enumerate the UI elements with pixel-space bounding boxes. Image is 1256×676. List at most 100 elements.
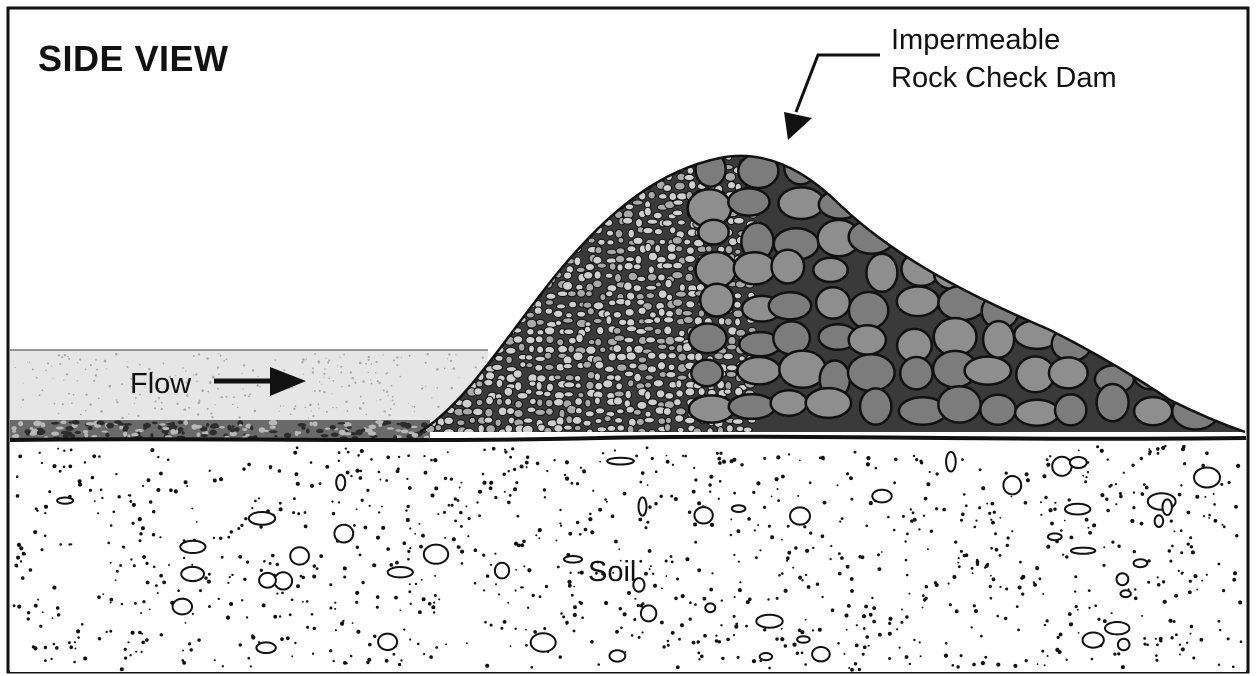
soil-dot: [27, 617, 30, 620]
water-speckle: [210, 413, 212, 415]
soil-dot: [992, 577, 996, 581]
large-rock: [737, 357, 780, 384]
small-rock: [632, 200, 643, 205]
soil-dot: [660, 495, 663, 498]
soil-dot: [460, 482, 462, 484]
water-speckle: [53, 378, 54, 379]
soil-dot: [1133, 550, 1136, 553]
small-rock: [673, 210, 683, 216]
soil-label: Soil: [588, 556, 636, 589]
strip-grain: [259, 427, 266, 433]
water-speckle: [68, 393, 70, 395]
soil-dot: [676, 665, 680, 669]
soil-dot: [509, 494, 512, 497]
soil-dot: [415, 583, 417, 585]
soil-dot: [259, 525, 262, 528]
soil-dot: [571, 482, 574, 485]
soil-dot: [149, 500, 153, 504]
soil-dot: [685, 557, 689, 561]
small-rock: [554, 425, 563, 433]
small-rock: [655, 245, 661, 253]
soil-dot: [944, 654, 948, 658]
small-rock: [537, 346, 544, 353]
small-rock: [594, 373, 600, 381]
water-speckle: [241, 373, 242, 374]
soil-dot: [1234, 505, 1238, 509]
soil-dot: [849, 476, 853, 480]
soil-dot: [893, 529, 896, 532]
soil-dot: [44, 505, 48, 509]
small-rock: [505, 398, 512, 405]
small-rock: [594, 271, 601, 279]
soil-dot: [709, 491, 711, 493]
soil-dot: [770, 535, 774, 539]
soil-dot: [948, 582, 950, 584]
soil-dot: [128, 494, 130, 496]
soil-dot: [961, 458, 964, 461]
soil-dot: [526, 466, 528, 468]
soil-dot: [1213, 493, 1215, 495]
soil-dot: [877, 553, 880, 556]
water-speckle: [365, 414, 367, 416]
soil-dot: [1053, 508, 1056, 511]
soil-dot: [566, 623, 568, 625]
small-rock: [728, 182, 736, 189]
small-rock: [725, 173, 736, 182]
soil-dot: [763, 628, 766, 631]
soil-dot: [269, 562, 272, 565]
soil-dot: [1140, 457, 1143, 460]
soil-dot: [1181, 447, 1185, 451]
soil-dot: [981, 661, 985, 665]
soil-dot: [510, 645, 512, 647]
soil-dot: [909, 663, 911, 665]
soil-dot: [311, 613, 314, 616]
soil-dot: [905, 559, 908, 562]
soil-dot: [145, 562, 148, 565]
small-rock: [673, 200, 683, 205]
water-speckle: [128, 413, 129, 414]
soil-dot: [646, 521, 649, 524]
soil-pebble: [1071, 548, 1095, 554]
small-rock: [593, 280, 602, 288]
soil-dot: [788, 453, 790, 455]
soil-dot: [694, 541, 697, 544]
soil-dot: [734, 596, 736, 598]
soil-dot: [1088, 589, 1091, 592]
soil-dot: [935, 583, 939, 587]
soil-dot: [246, 616, 248, 618]
large-rock: [849, 292, 888, 329]
soil-dot: [604, 601, 608, 605]
soil-dot: [360, 449, 364, 453]
soil-dot: [27, 611, 30, 614]
soil-dot: [538, 537, 540, 539]
small-rock: [555, 320, 561, 325]
soil-dot: [22, 552, 26, 556]
soil-dot: [960, 519, 963, 522]
soil-dot: [59, 543, 62, 546]
water-speckle: [36, 377, 38, 379]
small-rock: [576, 267, 585, 272]
soil-dot: [717, 457, 721, 461]
strip-grain: [310, 422, 313, 426]
small-rock: [572, 416, 582, 424]
small-rock: [484, 417, 493, 423]
small-rock: [664, 424, 670, 432]
soil-dot: [732, 458, 736, 462]
soil-dot: [915, 458, 918, 461]
soil-dot: [993, 511, 996, 514]
soil-dot: [866, 462, 870, 466]
strip-grain: [67, 431, 72, 437]
large-rock: [813, 258, 847, 282]
soil-dot: [864, 605, 868, 609]
strip-grain: [230, 427, 236, 432]
soil-dot: [511, 447, 514, 450]
soil-dot: [1117, 545, 1120, 548]
large-rock: [965, 357, 1011, 385]
soil-dot: [482, 554, 485, 557]
small-rock: [627, 246, 636, 252]
soil-dot: [1046, 545, 1050, 549]
water-speckle: [188, 407, 190, 409]
large-rock: [769, 292, 811, 319]
small-rock: [506, 347, 516, 354]
soil-dot: [474, 582, 477, 585]
